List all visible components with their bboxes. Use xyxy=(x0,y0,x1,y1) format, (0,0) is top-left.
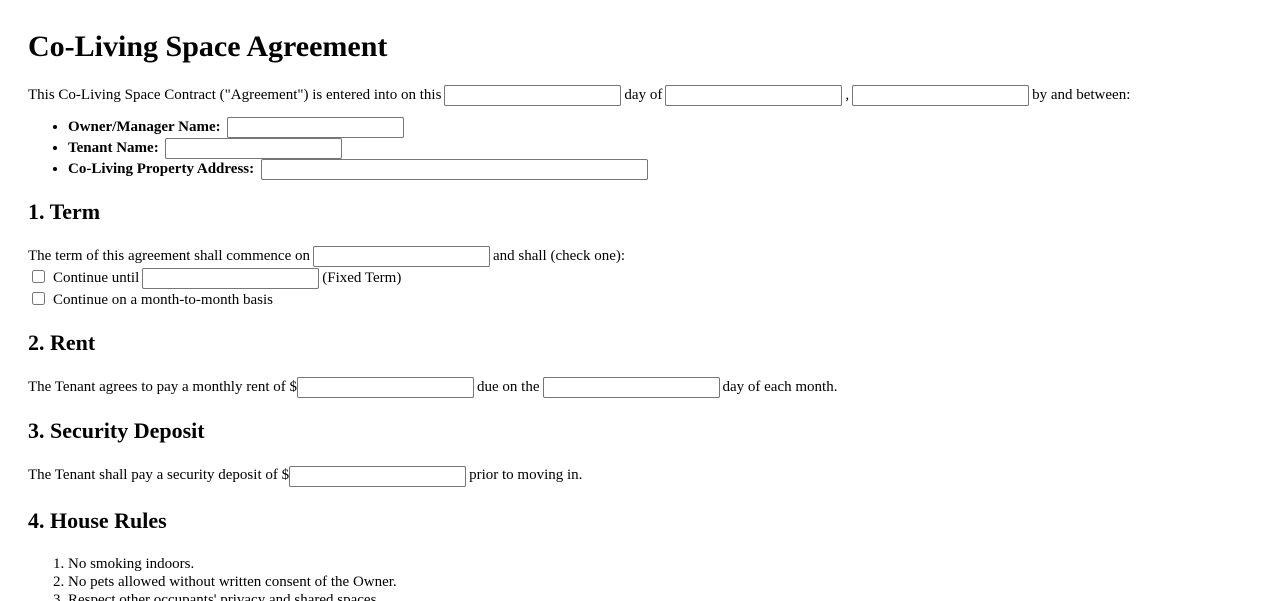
agreement-year-field[interactable] xyxy=(852,85,1030,107)
rent-day-of-month-text: day of each month. xyxy=(722,379,838,396)
month-to-month-option: Continue on a month-to-month basis xyxy=(28,289,1250,311)
property-address-label: Co-Living Property Address: xyxy=(68,161,255,178)
deposit-text: The Tenant shall pay a security deposit … xyxy=(28,467,290,484)
list-item: Respect other occupants' privacy and sha… xyxy=(68,591,1250,601)
term-paragraph: The term of this agreement shall commenc… xyxy=(28,246,1250,268)
term-start-date-field[interactable] xyxy=(312,246,490,268)
month-to-month-checkbox[interactable] xyxy=(32,292,45,306)
rent-due-day-field[interactable] xyxy=(542,377,720,399)
day-of-text: day of xyxy=(624,87,663,103)
house-rules-list: No smoking indoors. No pets allowed with… xyxy=(28,555,1250,601)
comma-text: , xyxy=(845,87,850,103)
agreement-day-field[interactable] xyxy=(444,85,622,107)
monthly-rent-field[interactable] xyxy=(297,377,475,399)
agreement-month-field[interactable] xyxy=(665,85,843,107)
fixed-term-end-date-field[interactable] xyxy=(142,268,320,290)
list-item: No pets allowed without written consent … xyxy=(68,573,1250,591)
term-heading: 1. Term xyxy=(28,199,101,225)
house-rules-heading: 4. House Rules xyxy=(28,507,167,533)
term-text: The term of this agreement shall commenc… xyxy=(28,248,310,265)
list-item: Owner/Manager Name: xyxy=(68,117,1250,139)
property-address-field[interactable] xyxy=(260,159,648,181)
list-item: Co-Living Property Address: xyxy=(68,159,1250,181)
by-and-between-text: by and between: xyxy=(1032,87,1131,103)
list-item: Tenant Name: xyxy=(68,138,1250,160)
deposit-paragraph: The Tenant shall pay a security deposit … xyxy=(28,465,1250,487)
parties-list: Owner/Manager Name: Tenant Name: Co-Livi… xyxy=(28,117,1250,181)
deposit-heading: 3. Security Deposit xyxy=(28,418,205,444)
fixed-term-checkbox[interactable] xyxy=(32,270,45,284)
list-item: No smoking indoors. xyxy=(68,555,1250,573)
month-to-month-label: Continue on a month-to-month basis xyxy=(53,292,273,309)
rent-due-on-text: due on the xyxy=(477,379,540,396)
tenant-name-field[interactable] xyxy=(165,138,343,160)
fixed-term-label: Continue until xyxy=(53,270,140,287)
fixed-term-option: Continue until (Fixed Term) xyxy=(28,267,1250,290)
owner-name-label: Owner/Manager Name: xyxy=(68,119,221,136)
fixed-term-suffix: (Fixed Term) xyxy=(322,270,402,287)
rent-paragraph: The Tenant agrees to pay a monthly rent … xyxy=(28,377,1250,399)
intro-paragraph: This Co-Living Space Contract ("Agreemen… xyxy=(28,85,1250,107)
intro-text: This Co-Living Space Contract ("Agreemen… xyxy=(28,87,442,103)
owner-name-field[interactable] xyxy=(227,117,405,139)
term-check-one-text: and shall (check one): xyxy=(492,248,626,265)
rent-text: The Tenant agrees to pay a monthly rent … xyxy=(28,379,298,396)
tenant-name-label: Tenant Name: xyxy=(68,140,159,157)
security-deposit-field[interactable] xyxy=(289,465,467,487)
page-title: Co-Living Space Agreement xyxy=(28,30,388,63)
deposit-prior-text: prior to moving in. xyxy=(469,467,583,484)
rent-heading: 2. Rent xyxy=(28,330,96,356)
